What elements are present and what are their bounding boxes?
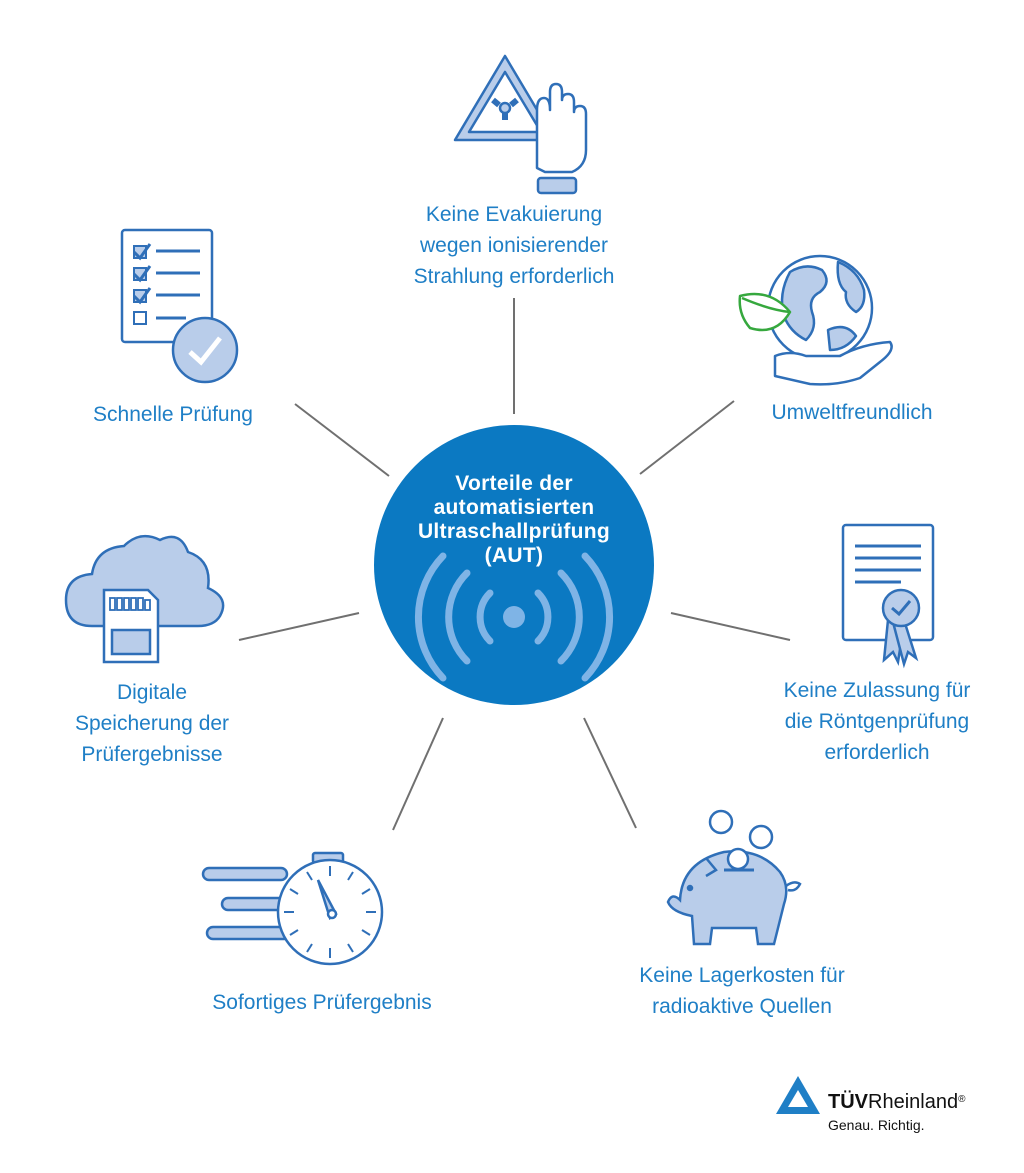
radiation-stop-hand-icon (453, 54, 588, 195)
connector-line (639, 400, 735, 475)
connector-line (670, 612, 791, 641)
benefit-label-line: wegen ionisierender (420, 234, 608, 257)
benefit-label-line: Prüfergebnisse (81, 743, 223, 766)
benefit-label-no-storage-costs: Keine Lagerkosten für radioaktive Quelle… (639, 960, 844, 1022)
registered-mark: ® (958, 1094, 966, 1105)
certificate-icon (841, 523, 935, 669)
benefit-label-line: Umweltfreundlich (771, 401, 933, 424)
benefit-label-fast-testing: Schnelle Prüfung (93, 399, 253, 430)
globe-leaf-hand-icon (738, 254, 893, 386)
benefit-label-line: erforderlich (824, 741, 930, 764)
benefit-label-eco-friendly: Umweltfreundlich (771, 397, 932, 428)
brand-logo: TÜVRheinland® Genau. Richtig. (828, 1090, 965, 1134)
checklist-icon (120, 228, 239, 384)
center-circle (374, 425, 654, 705)
brand-name: TÜVRheinland® (828, 1090, 965, 1114)
center-title-line: automatisierten (433, 496, 595, 519)
stopwatch-icon (201, 851, 384, 966)
benefit-label-instant-result: Sofortiges Prüfergebnis (212, 987, 431, 1018)
brand-slogan: Genau. Richtig. (828, 1117, 925, 1133)
center-title-line: Ultraschallprüfung (417, 520, 611, 543)
center-title-line: (AUT) (484, 544, 544, 567)
benefit-label-line: die Röntgenprüfung (784, 710, 970, 733)
tuv-triangle-logo-icon (776, 1076, 820, 1114)
connector-line (238, 612, 360, 641)
cloud-sd-card-icon (64, 534, 225, 664)
benefit-label-line: radioaktive Quellen (652, 995, 832, 1018)
center-title: Vorteile der automatisierten Ultraschall… (418, 472, 610, 568)
benefit-label-digital-storage: Digitale Speicherung der Prüfergebnisse (75, 677, 229, 770)
brand-name-bold: TÜV (828, 1091, 868, 1113)
benefit-label-line: Strahlung erforderlich (413, 265, 615, 288)
benefit-label-line: Keine Lagerkosten für (639, 964, 845, 987)
center-title-line: Vorteile der (455, 472, 573, 495)
benefit-label-line: Speicherung der (74, 712, 230, 735)
benefit-label-line: Keine Evakuierung (425, 203, 603, 226)
benefit-label-line: Sofortiges Prüfergebnis (212, 991, 432, 1014)
benefit-label-line: Digitale (116, 681, 188, 704)
brand-name-regular: Rheinland (868, 1091, 959, 1113)
connector-line (392, 717, 444, 831)
ultrasound-waves-icon (414, 552, 614, 682)
connector-line (583, 717, 637, 829)
connector-line (294, 403, 390, 477)
benefit-label-line: Keine Zulassung für (783, 679, 971, 702)
benefit-label-no-xray-permit: Keine Zulassung für die Röntgenprüfung e… (784, 675, 971, 768)
piggy-bank-icon (666, 809, 802, 946)
connectors (238, 298, 791, 831)
benefit-label-line: Schnelle Prüfung (93, 403, 253, 426)
benefit-label-no-evacuation: Keine Evakuierung wegen ionisierender St… (414, 199, 615, 292)
